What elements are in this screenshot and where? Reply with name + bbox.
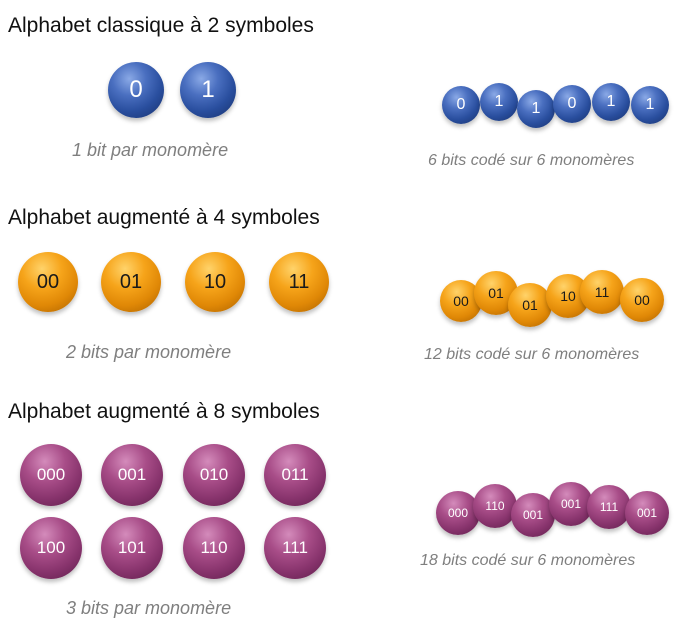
monomer-symbol: 100 [20,517,82,579]
chain-monomer: 110 [473,484,517,528]
chain-monomer: 1 [517,90,555,128]
chain-monomer: 11 [580,270,624,314]
chain-monomer: 1 [631,86,669,124]
section-3-title: Alphabet augmenté à 8 symboles [8,400,320,424]
section-2-caption: 2 bits par monomère [66,342,231,363]
chain-monomer: 00 [620,278,664,322]
chain-monomer: 1 [480,83,518,121]
monomer-symbol: 11 [269,252,329,312]
chain-monomer: 01 [508,283,552,327]
monomer-symbol: 00 [18,252,78,312]
monomer-symbol: 10 [185,252,245,312]
section-1-caption: 1 bit par monomère [72,140,228,161]
monomer-symbol: 110 [183,517,245,579]
monomer-symbol: 011 [264,444,326,506]
chain-monomer: 1 [592,83,630,121]
monomer-symbol: 101 [101,517,163,579]
chain-monomer: 0 [553,85,591,123]
section-1-title: Alphabet classique à 2 symboles [8,14,314,38]
section-2-title: Alphabet augmenté à 4 symboles [8,206,320,230]
chain-monomer: 001 [625,491,669,535]
chain-2-caption: 12 bits codé sur 6 monomères [424,346,639,364]
monomer-symbol: 111 [264,517,326,579]
monomer-symbol: 010 [183,444,245,506]
monomer-symbol: 01 [101,252,161,312]
chain-3-caption: 18 bits codé sur 6 monomères [420,552,635,570]
chain-monomer: 111 [587,485,631,529]
monomer-symbol: 0 [108,62,164,118]
monomer-symbol: 000 [20,444,82,506]
monomer-symbol: 1 [180,62,236,118]
chain-monomer: 0 [442,86,480,124]
section-3-caption: 3 bits par monomère [66,598,231,619]
chain-1-caption: 6 bits codé sur 6 monomères [428,152,634,170]
monomer-symbol: 001 [101,444,163,506]
